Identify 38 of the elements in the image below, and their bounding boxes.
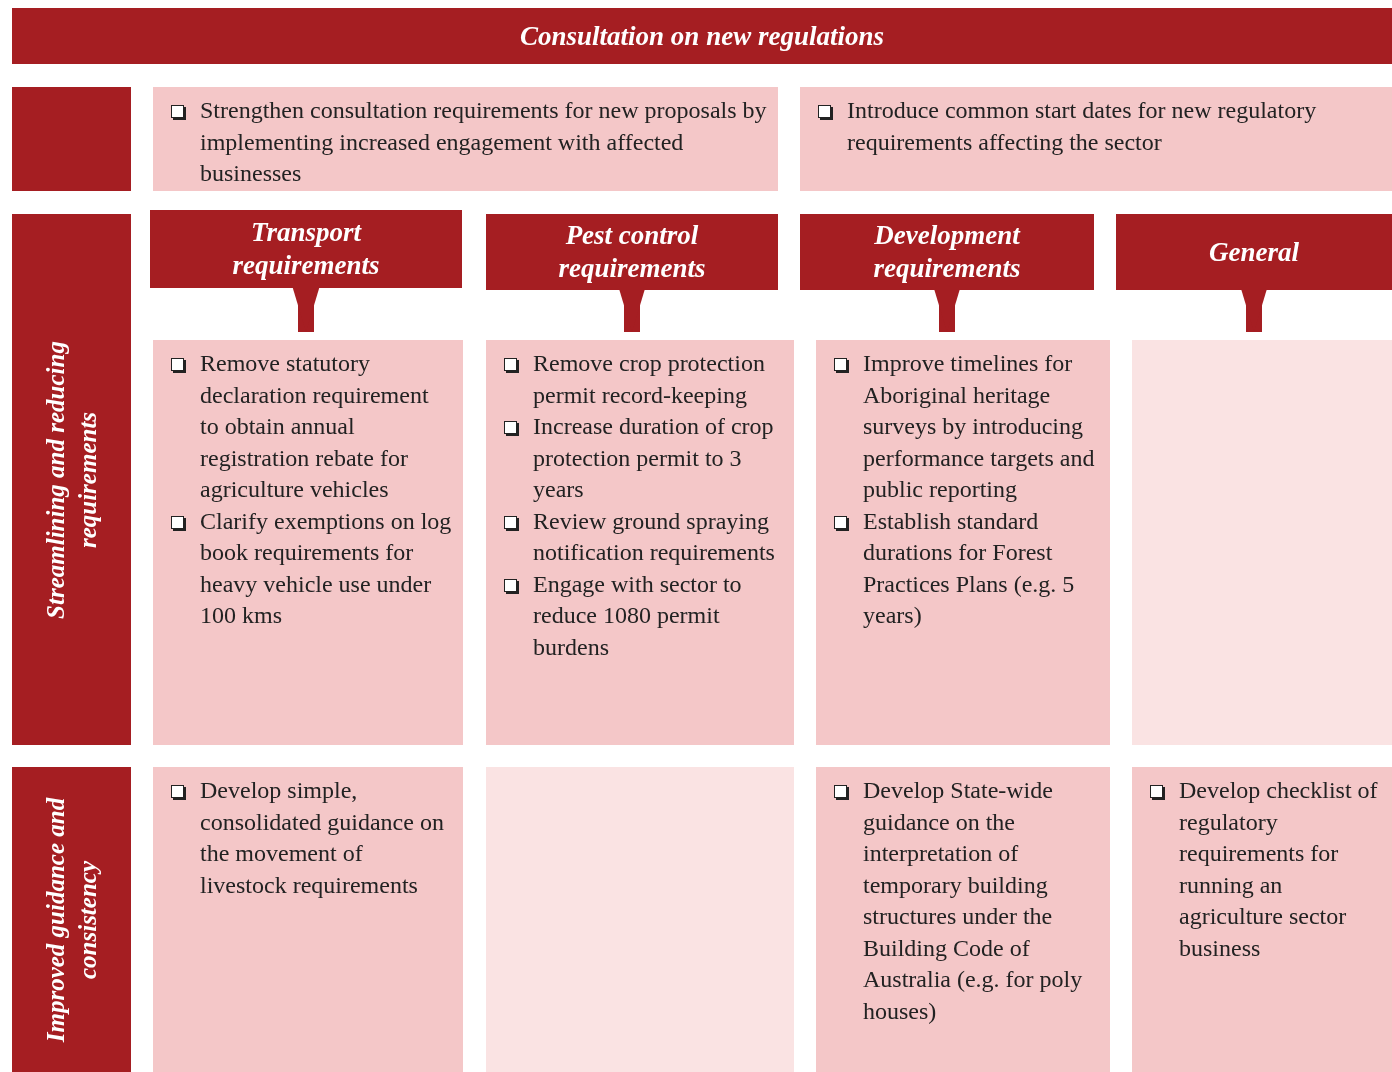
column-heading: Development requirements <box>872 219 1022 285</box>
content-box <box>153 767 463 1072</box>
bullet-text: Strengthen consultation requirements for new proposals by implementing increased engagement with affected businesses <box>200 97 767 186</box>
row-heading: Streamlining and reducing requirements <box>40 339 102 621</box>
bullet-text: Increase duration of crop protection permit to 3 years <box>533 413 774 502</box>
empty-box <box>12 87 131 191</box>
column-heading: Pest control requirements <box>557 219 707 285</box>
empty-box <box>486 767 794 1072</box>
content-box <box>153 340 463 745</box>
content-box <box>1132 767 1392 1072</box>
bullet-text: Improve timelines for Aboriginal heritage surveys by introducing performance targets and public reporting <box>863 350 1095 502</box>
title: Consultation on new regulations <box>520 20 884 52</box>
content-box <box>800 87 1392 191</box>
column-header-box <box>486 214 778 290</box>
bullet-text: Develop State-wide guidance on the interpretation of temporary building structures under the Building Code of Australia (e.g. for poly houses) <box>863 777 1083 1024</box>
column-header-box <box>1116 214 1392 290</box>
title-banner <box>12 8 1392 64</box>
bullet-text: Clarify exemptions on log book requirements for heavy vehicle use under 100 kms <box>200 507 452 628</box>
bullet-text: Introduce common start dates for new regulatory requirements affecting the sector <box>847 97 1317 155</box>
content-box <box>153 87 778 191</box>
bullet-text: Remove crop protection permit record-keeping <box>533 350 765 408</box>
row-header-box <box>12 767 131 1072</box>
content-box <box>816 767 1110 1072</box>
column-header-box <box>800 214 1094 290</box>
content-box <box>486 340 794 745</box>
bullet-text: Develop simple, consolidated guidance on the movement of livestock requirements <box>200 777 444 898</box>
bullet-text: Review ground spraying notification requirements <box>533 507 775 565</box>
empty-box <box>1132 340 1392 745</box>
bullet-text: Develop checklist of regulatory requirements for running an agriculture sector business <box>1179 777 1378 961</box>
column-heading: Transport requirements <box>231 216 381 282</box>
bullet-text: Remove statutory declaration requirement to obtain annual registration rebate for agriculture vehicles <box>200 350 429 502</box>
row-heading: Improved guidance and consistency <box>40 796 102 1045</box>
bullet-text: Engage with sector to reduce 1080 permit burdens <box>533 570 742 660</box>
column-heading: General <box>1209 235 1299 269</box>
bullet-text: Establish standard durations for Forest Practices Plans (e.g. 5 years) <box>863 507 1075 628</box>
column-header-box <box>150 210 462 288</box>
content-box <box>816 340 1110 745</box>
row-header-box <box>12 214 131 745</box>
